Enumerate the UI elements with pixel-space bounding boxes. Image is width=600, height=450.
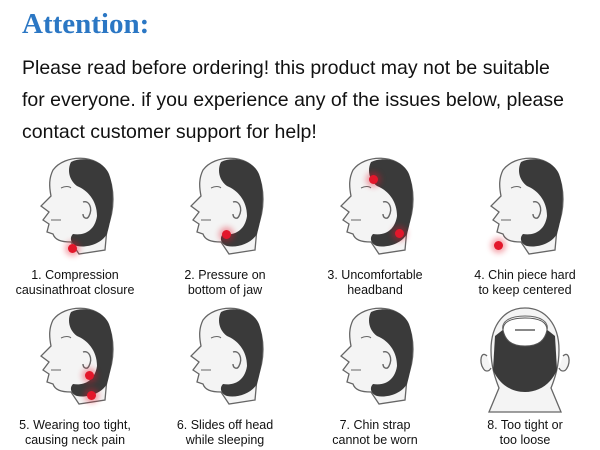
head-with-strap-icon [340, 307, 414, 405]
pressure-marker-icon [369, 175, 378, 184]
issue-card-1: 1. Compression causinathroat closure [0, 150, 150, 300]
head-with-strap-icon [40, 157, 114, 255]
head-with-strap-icon [490, 157, 564, 255]
issue-caption-1-line-1: 1. Compression [31, 268, 119, 282]
pressure-marker-icon [395, 229, 404, 238]
head-with-strap-icon [340, 157, 414, 255]
issue-card-3: 3. Uncomfortable headband [300, 150, 450, 300]
head-back-with-strap-icon [480, 307, 570, 413]
issue-caption-4-line-2: to keep centered [478, 283, 572, 297]
issue-caption-2-line-1: 2. Pressure on [184, 268, 266, 282]
intro-line-2: for everyone. if you experience any of t… [22, 89, 564, 111]
pressure-marker-icon [68, 244, 77, 253]
head-with-strap-icon [190, 157, 264, 255]
issue-caption-1-line-2: causinathroat closure [15, 283, 135, 297]
issue-caption-5: 5. Wearing too tight, causing neck pain [0, 418, 150, 448]
issue-caption-3-line-2: headband [347, 283, 403, 297]
issue-card-7: 7. Chin strap cannot be worn [300, 300, 450, 450]
pressure-marker-icon [222, 230, 231, 239]
issue-caption-2-line-2: bottom of jaw [187, 283, 263, 297]
issue-caption-4-line-1: 4. Chin piece hard [474, 268, 576, 282]
issue-caption-3-line-1: 3. Uncomfortable [327, 268, 423, 282]
issue-caption-1: 1. Compression causinathroat closure [0, 268, 150, 298]
issue-card-8: 8. Too tight or too loose [450, 300, 600, 450]
issues-grid: 1. Compression causinathroat closure 2. … [0, 150, 600, 450]
issue-caption-8: 8. Too tight or too loose [450, 418, 600, 448]
issue-caption-8-line-1: 8. Too tight or [487, 418, 563, 432]
pressure-marker-icon [494, 241, 503, 250]
issue-caption-7-line-2: cannot be worn [332, 433, 418, 447]
issue-card-5: 5. Wearing too tight, causing neck pain [0, 300, 150, 450]
issue-caption-6-line-1: 6. Slides off head [176, 418, 274, 432]
issue-caption-8-line-2: too loose [499, 433, 551, 447]
pressure-marker-icon [85, 371, 94, 380]
issue-caption-5-line-1: 5. Wearing too tight, [19, 418, 131, 432]
issue-caption-6-line-2: while sleeping [185, 433, 265, 447]
intro-text: Please read before ordering! this produc… [22, 52, 592, 148]
intro-line-1: Please read before ordering! this produc… [22, 57, 550, 79]
attention-title: Attention: [22, 8, 150, 40]
issue-caption-6: 6. Slides off head while sleeping [150, 418, 300, 448]
issue-card-6: 6. Slides off head while sleeping [150, 300, 300, 450]
head-with-strap-icon [190, 307, 264, 405]
issue-caption-7: 7. Chin strap cannot be worn [300, 418, 450, 448]
issue-caption-4: 4. Chin piece hard to keep centered [450, 268, 600, 298]
issue-caption-3: 3. Uncomfortable headband [300, 268, 450, 298]
issue-caption-5-line-2: causing neck pain [24, 433, 126, 447]
issue-caption-2: 2. Pressure on bottom of jaw [150, 268, 300, 298]
issue-card-2: 2. Pressure on bottom of jaw [150, 150, 300, 300]
head-with-strap-icon [40, 307, 114, 405]
issue-card-4: 4. Chin piece hard to keep centered [450, 150, 600, 300]
intro-line-3: contact customer support for help! [22, 121, 317, 143]
pressure-marker-icon [87, 391, 96, 400]
issue-caption-7-line-1: 7. Chin strap [339, 418, 411, 432]
